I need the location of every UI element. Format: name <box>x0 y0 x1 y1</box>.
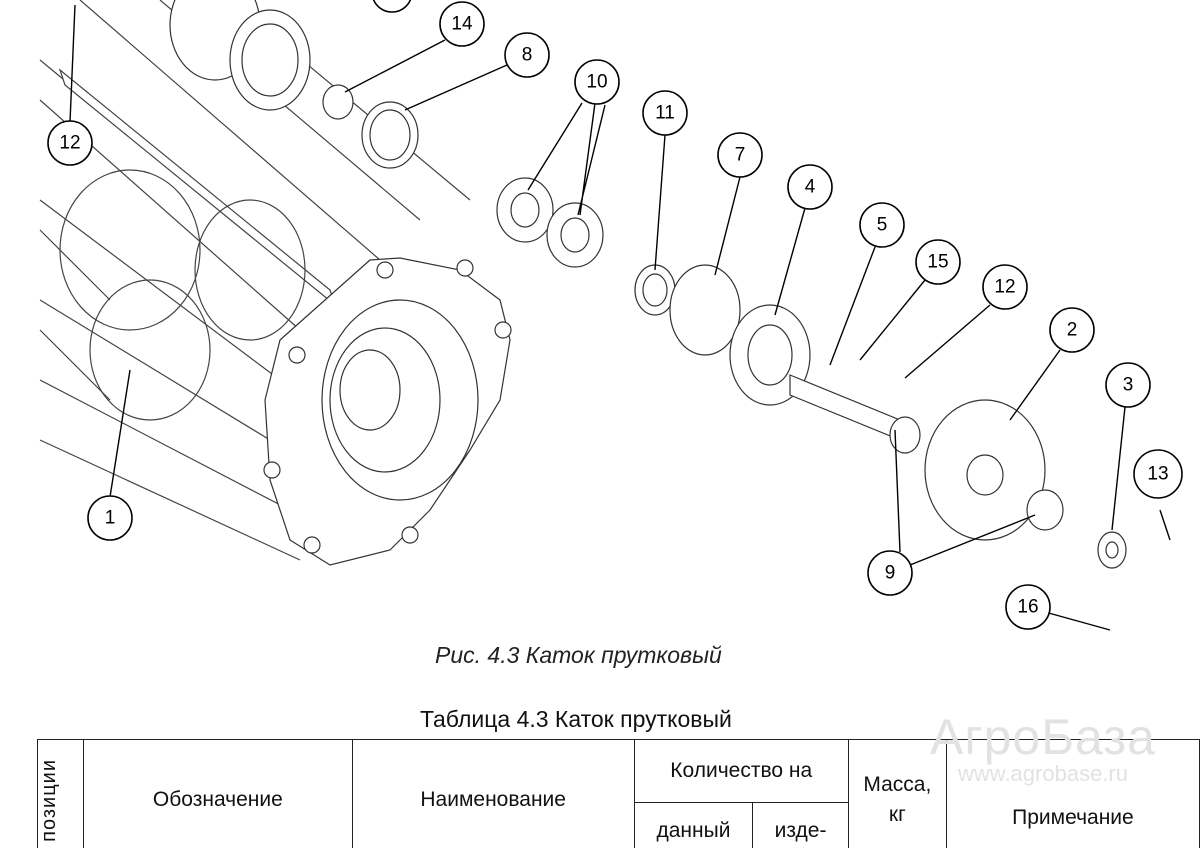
header-qty-this: данный <box>633 801 754 848</box>
header-note: Примечание <box>945 739 1200 848</box>
svg-text:9: 9 <box>885 563 896 584</box>
exploded-view-drawing: 12 14 8 10 11 7 4 5 15 12 2 3 13 1 9 16 <box>39 0 1183 631</box>
callout-3: 3 <box>1105 362 1151 408</box>
callout-8: 8 <box>504 32 550 78</box>
header-mass: Масса, кг <box>847 739 947 848</box>
svg-text:15: 15 <box>927 252 948 273</box>
top-plates <box>169 0 419 169</box>
svg-text:2: 2 <box>1067 320 1078 341</box>
svg-text:13: 13 <box>1147 464 1168 485</box>
svg-text:12: 12 <box>994 277 1015 298</box>
callout-partial-top <box>372 0 412 13</box>
header-position: позиции <box>37 739 84 848</box>
svg-text:16: 16 <box>1017 597 1038 618</box>
callout-2: 2 <box>1049 307 1095 353</box>
svg-text:11: 11 <box>655 103 675 124</box>
header-qty-product: изде- <box>752 801 849 848</box>
shaft <box>789 374 921 454</box>
svg-text:7: 7 <box>735 145 746 166</box>
callout-12a: 12 <box>47 120 93 166</box>
callout-12b: 12 <box>982 264 1028 310</box>
callout-4: 4 <box>787 164 833 210</box>
svg-text:5: 5 <box>877 215 888 236</box>
callout-7: 7 <box>717 132 763 178</box>
figure-caption: Рис. 4.3 Каток прутковый <box>435 642 722 668</box>
flange <box>263 257 512 566</box>
callout-11: 11 <box>642 90 688 136</box>
callout-10: 10 <box>574 59 620 105</box>
bearings <box>496 177 811 406</box>
header-position-label: позиции <box>38 758 60 842</box>
callout-5: 5 <box>859 202 905 248</box>
leader-lines <box>69 4 1171 631</box>
callout-15: 15 <box>915 239 961 285</box>
svg-text:4: 4 <box>805 177 816 198</box>
callout-13: 13 <box>1133 449 1183 499</box>
svg-text:3: 3 <box>1123 375 1134 396</box>
hub <box>924 399 1127 569</box>
header-quantity: Количество на <box>633 739 849 803</box>
header-name: Наименование <box>351 739 635 848</box>
svg-text:10: 10 <box>586 72 607 93</box>
header-designation: Обозначение <box>83 739 353 848</box>
callout-14: 14 <box>439 1 485 47</box>
callout-9: 9 <box>867 550 913 596</box>
svg-text:1: 1 <box>105 508 116 529</box>
callout-16: 16 <box>1005 584 1051 630</box>
svg-text:8: 8 <box>522 45 533 66</box>
svg-text:14: 14 <box>451 14 473 35</box>
parts-table: позиции Обозначение Наименование Количес… <box>37 739 1200 848</box>
table-title: Таблица 4.3 Каток прутковый <box>420 706 732 732</box>
callout-1: 1 <box>87 495 133 541</box>
svg-text:12: 12 <box>59 133 80 154</box>
